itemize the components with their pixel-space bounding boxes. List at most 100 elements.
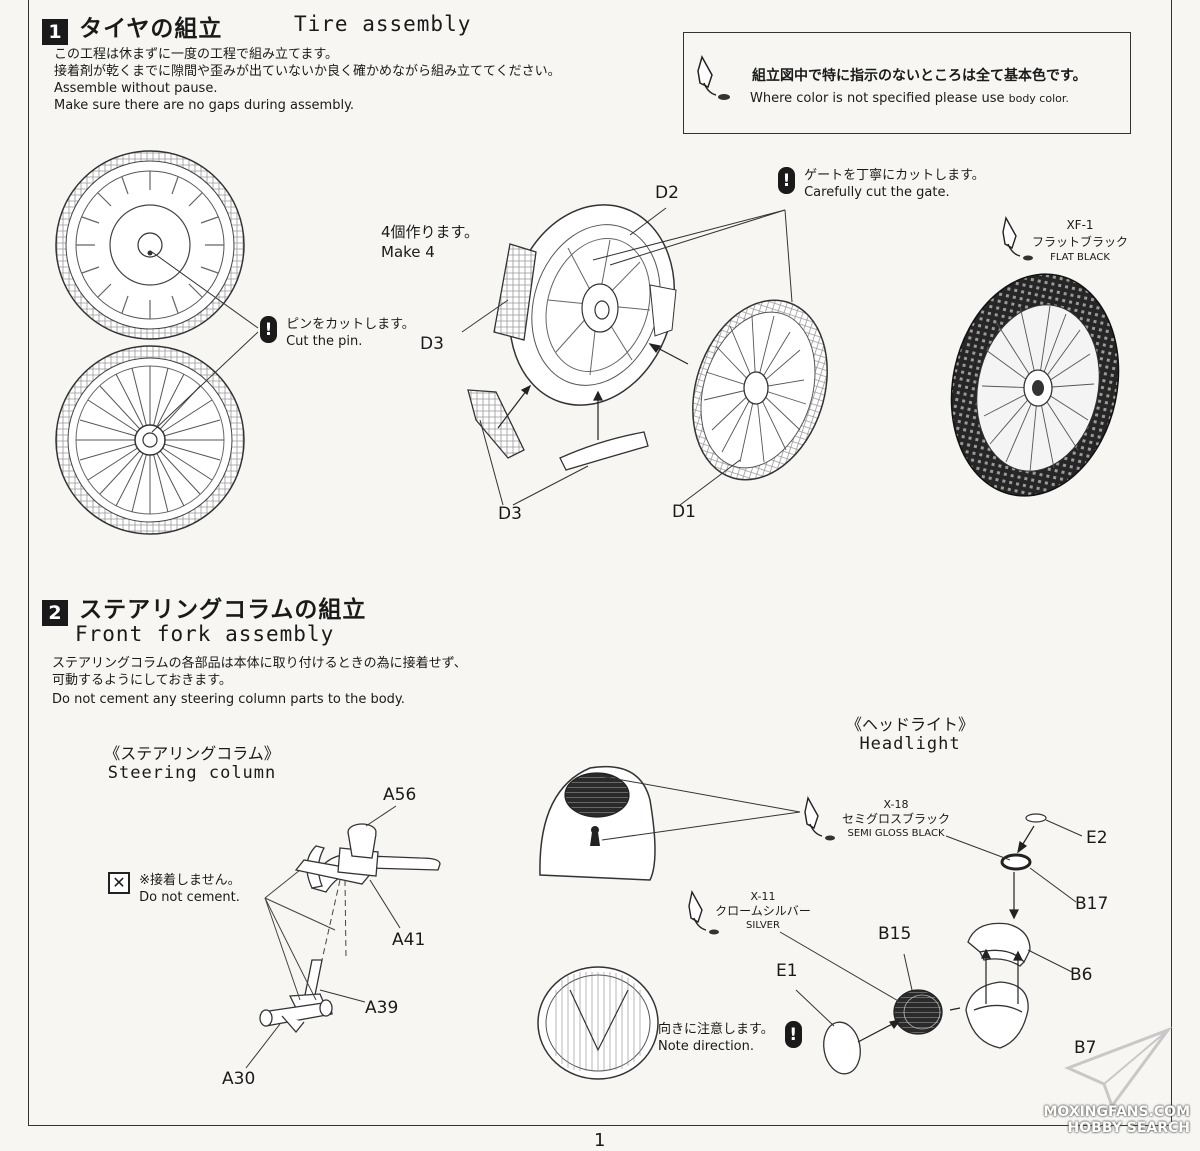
steering-title-jp: 《ステアリングコラム》	[104, 744, 280, 763]
headlight-title-jp: 《ヘッドライト》	[845, 715, 974, 734]
part-label-a39: A39	[365, 998, 399, 1018]
tire-d1-part	[671, 283, 850, 498]
no-cement-en: Do not cement.	[139, 890, 240, 905]
color-note-en-small: body color.	[1008, 92, 1069, 105]
no-cement-jp: ※接着しません。	[139, 873, 241, 888]
part-label-d2: D2	[655, 183, 679, 203]
paint-name-jp: セミグロスブラック	[841, 812, 950, 826]
part-label-b7: B7	[1074, 1038, 1097, 1058]
paint-code: X-18	[883, 798, 909, 811]
housing-b6	[968, 923, 1030, 966]
paint-brush-icon	[689, 892, 719, 935]
paint-x18-label: X-18 セミグロスブラック SEMI GLOSS BLACK	[836, 798, 956, 841]
step1-note-jp-2: 接着剤が乾くまでに隙間や歪みが出ていないか良く確かめながら組み立ててください。	[54, 64, 561, 79]
make4-jp: 4個作ります。	[381, 223, 480, 241]
watermark-line1: MOXINGFANS.COM	[1043, 1104, 1190, 1120]
part-label-e2: E2	[1086, 828, 1108, 848]
gate-en: Carefully cut the gate.	[804, 185, 950, 200]
color-note-jp: 組立図中で特に指示のないところは全て基本色です。	[752, 68, 1087, 84]
paint-name-jp: クロームシルバー	[715, 904, 811, 918]
ring-b17	[1002, 855, 1030, 869]
headlight-title-en: Headlight	[859, 734, 961, 754]
cut-pin-note: ! ピンをカットします。 Cut the pin.	[260, 316, 415, 350]
handlebar-a41	[296, 824, 440, 892]
headlight-title: 《ヘッドライト》 Headlight	[830, 715, 990, 755]
part-label-a56: A56	[383, 785, 417, 805]
paint-brush-icon	[1003, 218, 1033, 261]
step1-header: 1 タイヤの組立	[42, 9, 222, 45]
page-frame	[28, 0, 1172, 1126]
step1-title-en: Tire assembly	[294, 12, 472, 36]
page-number: 1	[594, 1130, 606, 1151]
step1-notes: この工程は休まずに一度の工程で組み立てます。 接着剤が乾くまでに隙間や歪みが出て…	[54, 46, 561, 114]
step2-notes: ステアリングコラムの各部品は本体に取り付けるときの為に接着せず、 可動するように…	[52, 655, 467, 708]
step1-illustration	[0, 0, 1200, 560]
paint-brush-icon	[805, 798, 835, 841]
tread-piece-d3-left	[468, 390, 524, 458]
color-note-box: 組立図中で特に指示のないところは全て基本色です。 Where color is …	[683, 32, 1131, 134]
cut-pin-jp: ピンをカットします。	[286, 317, 415, 332]
steering-title-en: Steering column	[107, 763, 277, 783]
part-label-a30: A30	[222, 1069, 256, 1089]
axle-a30	[260, 1000, 332, 1032]
caution-icon: !	[784, 1021, 802, 1048]
step2-header: 2 ステアリングコラムの組立	[42, 590, 366, 626]
make4-en: Make 4	[381, 243, 435, 261]
paint-name-en: SEMI GLOSS BLACK	[847, 828, 945, 839]
part-label-b6: B6	[1070, 965, 1093, 985]
watermark: MOXINGFANS.COM HOBBY SEARCH	[1040, 1104, 1190, 1136]
paint-name-jp: フラットブラック	[1031, 235, 1128, 249]
part-label-b17: B17	[1075, 894, 1109, 914]
step1-note-en-1: Assemble without pause.	[54, 81, 218, 96]
step1-note-jp-1: この工程は休まずに一度の工程で組み立てます。	[54, 47, 339, 62]
part-label-d1: D1	[672, 502, 696, 522]
watermark-line2: HOBBY SEARCH	[1067, 1120, 1190, 1136]
part-label-e1: E1	[776, 961, 798, 981]
color-note-en: Where color is not specified please use	[750, 91, 1005, 106]
paint-xf1-label: XF-1 フラットブラック FLAT BLACK	[1030, 217, 1130, 265]
paint-brush-icon	[694, 53, 730, 100]
paint-x11-label: X-11 クロームシルバー SILVER	[708, 890, 818, 933]
cut-pin-en: Cut the pin.	[286, 334, 363, 349]
part-label-d3: D3	[420, 334, 444, 354]
caution-icon: !	[778, 167, 795, 194]
steering-column-title: 《ステアリングコラム》 Steering column	[92, 744, 292, 784]
step2-note-en: Do not cement any steering column parts …	[52, 692, 405, 707]
no-cement-icon: ✕	[108, 872, 130, 894]
finished-tire-painted	[932, 258, 1139, 511]
tread-piece-d3-top	[494, 244, 536, 340]
part-label-b15: B15	[878, 924, 912, 944]
headlight-body-side	[540, 767, 655, 880]
step2-note-jp-2: 可動するようにしておきます。	[52, 673, 232, 688]
wheel-d2-part	[484, 183, 699, 426]
direction-en: Note direction.	[658, 1039, 755, 1054]
caution-icon: !	[260, 316, 277, 343]
tread-piece-d3-bottom	[560, 432, 648, 470]
lens-e2	[1026, 814, 1046, 822]
step2-title-en: Front fork assembly	[75, 622, 335, 646]
make4-note: 4個作ります。 Make 4	[381, 222, 479, 262]
housing-b7	[966, 982, 1028, 1048]
no-cement-note: ✕ ※接着しません。 Do not cement.	[108, 872, 241, 906]
paint-code: X-11	[750, 890, 776, 903]
tire-rear-view	[56, 346, 244, 534]
paint-name-en: FLAT BLACK	[1050, 252, 1110, 263]
part-label-a41: A41	[392, 930, 426, 950]
headlight-lens-front	[538, 967, 658, 1079]
gate-jp: ゲートを丁寧にカットします。	[804, 168, 985, 183]
paint-name-en: SILVER	[746, 920, 780, 931]
lens-e1	[820, 1019, 864, 1076]
step1-number: 1	[42, 18, 68, 45]
step2-note-jp-1: ステアリングコラムの各部品は本体に取り付けるときの為に接着せず、	[52, 656, 467, 671]
step2-number: 2	[42, 599, 68, 626]
note-direction: 向きに注意します。 Note direction. !	[658, 1021, 802, 1055]
direction-jp: 向きに注意します。	[658, 1022, 774, 1037]
tire-front-view	[56, 151, 244, 339]
gate-note: ! ゲートを丁寧にカットします。 Carefully cut the gate.	[778, 167, 985, 201]
paint-code: XF-1	[1066, 218, 1094, 232]
step1-title-jp: タイヤの組立	[79, 16, 223, 42]
reflector-b15	[894, 990, 942, 1034]
step1-note-en-2: Make sure there are no gaps during assem…	[54, 98, 355, 113]
